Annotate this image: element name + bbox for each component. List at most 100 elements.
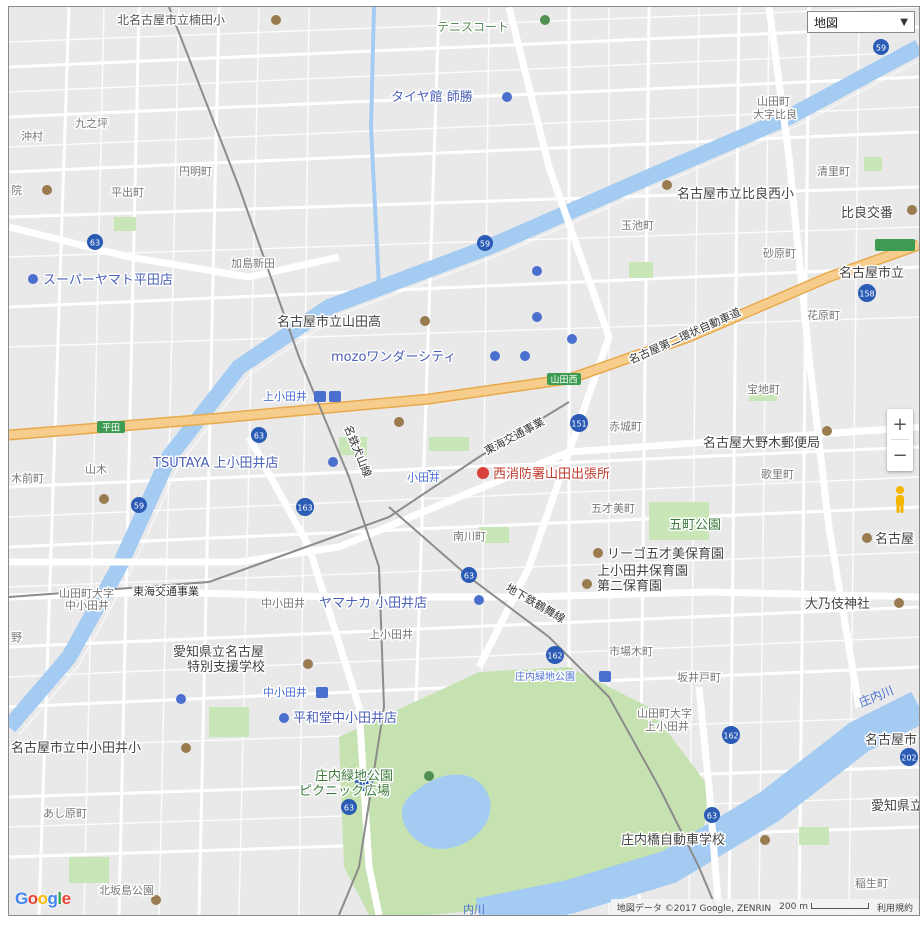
scale-label[interactable]: 200 m — [779, 902, 869, 912]
svg-text:大字比良: 大字比良 — [753, 107, 797, 121]
map-type-selected: 地図 — [814, 15, 839, 30]
svg-text:西消防署山田出張所: 西消防署山田出張所 — [493, 466, 610, 482]
svg-text:庄内緑地公園: 庄内緑地公園 — [515, 670, 575, 683]
shonai-river — [475, 691, 919, 915]
svg-text:比良交番: 比良交番 — [841, 205, 893, 221]
svg-text:山田町大字: 山田町大字 — [637, 706, 692, 720]
zoom-in-button[interactable]: + — [887, 409, 913, 439]
svg-text:市場木町: 市場木町 — [609, 644, 653, 658]
svg-text:赤城町: 赤城町 — [609, 420, 642, 433]
svg-text:TSUTAYA 上小田井店: TSUTAYA 上小田井店 — [152, 456, 278, 471]
svg-text:63: 63 — [344, 804, 354, 813]
svg-text:第二保育園: 第二保育園 — [597, 578, 662, 594]
map-type-select[interactable]: 地図 ▼ — [807, 11, 915, 33]
svg-text:名古屋市: 名古屋市 — [865, 732, 917, 748]
shin-river — [9, 39, 919, 733]
svg-text:花原町: 花原町 — [807, 309, 840, 322]
svg-text:山田町大字: 山田町大字 — [59, 586, 114, 600]
svg-text:玉池町: 玉池町 — [621, 219, 654, 232]
park-pond — [401, 774, 491, 849]
svg-text:上小田井: 上小田井 — [263, 389, 307, 403]
svg-text:スーパーヤマト平田店: スーパーヤマト平田店 — [43, 273, 173, 288]
svg-text:坂井戸町: 坂井戸町 — [677, 670, 721, 684]
svg-text:63: 63 — [90, 239, 100, 248]
svg-text:名古屋市立山田高: 名古屋市立山田高 — [277, 314, 381, 330]
svg-text:五町公園: 五町公園 — [669, 518, 721, 533]
zoom-divider — [891, 439, 909, 440]
map-canvas[interactable]: 59 59 63 63 63 151 163 163 162 162 158 2… — [9, 7, 919, 915]
route-shields: 59 59 63 63 63 151 163 163 162 162 158 2… — [87, 39, 918, 823]
svg-text:北名古屋市立楠田小: 北名古屋市立楠田小 — [117, 12, 225, 27]
attribution-bar: 地図データ ©2017 Google, ZENRIN 200 m 利用規約 — [610, 899, 919, 915]
svg-text:名古屋: 名古屋 — [875, 531, 914, 547]
svg-text:162: 162 — [547, 652, 562, 661]
svg-text:宝地町: 宝地町 — [747, 382, 780, 396]
scale-bar — [810, 903, 869, 909]
svg-text:リーゴ五才美保育園: リーゴ五才美保育園 — [607, 546, 724, 562]
svg-text:大乃伎神社: 大乃伎神社 — [805, 596, 870, 612]
zoom-out-button[interactable]: − — [887, 440, 913, 470]
major-roads — [9, 7, 919, 915]
svg-text:山田西: 山田西 — [550, 375, 577, 386]
svg-text:ヤマナカ 小田井店: ヤマナカ 小田井店 — [319, 596, 427, 611]
svg-text:158: 158 — [859, 290, 874, 299]
svg-text:202: 202 — [901, 754, 916, 763]
chevron-down-icon: ▼ — [900, 16, 908, 28]
svg-text:九之坪: 九之坪 — [75, 116, 108, 130]
svg-text:南川町: 南川町 — [453, 530, 486, 543]
svg-text:平田: 平田 — [102, 423, 120, 434]
svg-text:五才美町: 五才美町 — [591, 501, 635, 515]
svg-text:名古屋大野木郵便局: 名古屋大野木郵便局 — [703, 435, 820, 451]
svg-text:中小田井: 中小田井 — [263, 685, 307, 699]
svg-text:山木: 山木 — [85, 463, 107, 476]
svg-text:愛知県立: 愛知県立 — [871, 798, 919, 814]
svg-text:平和堂中小田井店: 平和堂中小田井店 — [293, 711, 397, 726]
scale-text: 200 m — [779, 902, 808, 912]
map-data-credit[interactable]: 地図データ ©2017 Google, ZENRIN — [616, 903, 772, 914]
svg-text:タイヤ館 師勝: タイヤ館 師勝 — [391, 90, 473, 105]
svg-text:院: 院 — [11, 183, 22, 197]
svg-text:北坂島公園: 北坂島公園 — [99, 883, 154, 897]
svg-text:63: 63 — [464, 572, 474, 581]
small-parks — [69, 157, 882, 883]
svg-text:稲生町: 稲生町 — [855, 876, 888, 890]
svg-text:59: 59 — [134, 502, 144, 511]
svg-text:63: 63 — [707, 812, 717, 821]
svg-text:庄内緑地公園: 庄内緑地公園 — [315, 768, 393, 784]
svg-text:円明町: 円明町 — [179, 165, 212, 178]
svg-text:名古屋市立比良西小: 名古屋市立比良西小 — [677, 186, 794, 202]
svg-text:愛知県立名古屋: 愛知県立名古屋 — [173, 644, 264, 660]
station-markers — [314, 391, 611, 698]
svg-text:庄内橋自動車学校: 庄内橋自動車学校 — [621, 832, 725, 848]
map-frame[interactable]: 59 59 63 63 63 151 163 163 162 162 158 2… — [8, 6, 920, 916]
svg-text:名古屋市立中小田井小: 名古屋市立中小田井小 — [11, 740, 141, 756]
svg-text:上小田井: 上小田井 — [369, 627, 413, 641]
zoom-control: + − — [887, 409, 913, 471]
google-logo[interactable]: Google — [15, 889, 71, 908]
svg-text:木前町: 木前町 — [11, 471, 44, 485]
svg-text:砂原町: 砂原町 — [763, 247, 796, 260]
terms-link[interactable]: 利用規約 — [876, 903, 913, 914]
shonai-park-area — [339, 667, 709, 915]
svg-text:63: 63 — [254, 432, 264, 441]
svg-text:162: 162 — [723, 732, 738, 741]
svg-text:59: 59 — [876, 44, 886, 53]
svg-text:151: 151 — [571, 420, 586, 429]
interchange-shields: 平田 山田西 — [97, 239, 915, 434]
poi-markers — [28, 15, 917, 905]
svg-text:山田町: 山田町 — [757, 95, 790, 108]
svg-text:野: 野 — [11, 631, 22, 644]
svg-text:テニスコート: テニスコート — [437, 20, 509, 34]
svg-text:上小田井: 上小田井 — [645, 719, 689, 733]
svg-text:歌里町: 歌里町 — [761, 467, 794, 481]
pegman-icon[interactable] — [891, 485, 909, 515]
svg-text:内川: 内川 — [463, 902, 485, 915]
svg-text:163: 163 — [356, 779, 371, 788]
svg-text:特別支援学校: 特別支援学校 — [187, 659, 265, 675]
svg-text:mozoワンダーシティ: mozoワンダーシティ — [331, 350, 456, 365]
svg-text:中小田井: 中小田井 — [65, 598, 109, 612]
svg-text:加島新田: 加島新田 — [231, 256, 275, 270]
svg-text:沖村: 沖村 — [21, 129, 43, 143]
svg-text:ピクニック広場: ピクニック広場 — [299, 784, 390, 799]
creek — [368, 7, 381, 288]
